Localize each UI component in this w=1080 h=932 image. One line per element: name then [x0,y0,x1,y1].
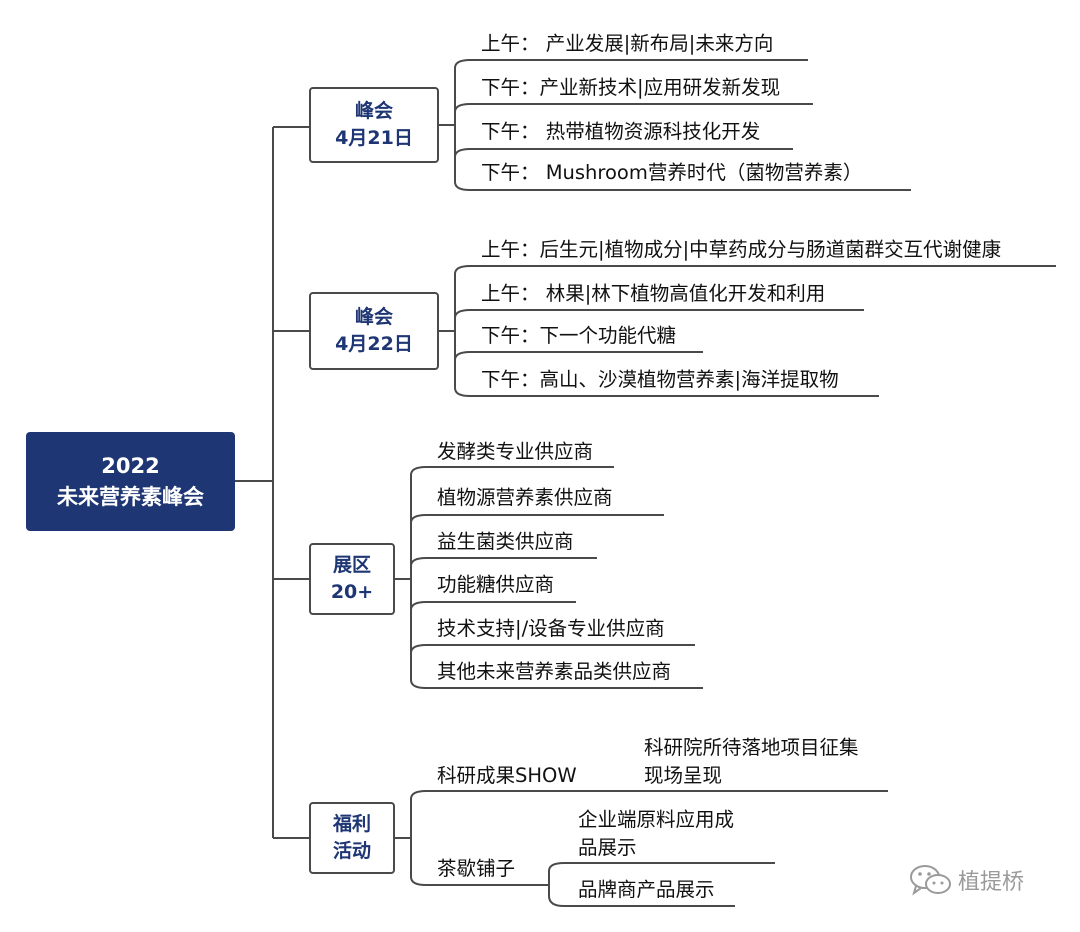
apr21-item: 下午： Mushroom营养时代（菌物营养素） [481,161,863,184]
root-node: 2022 未来营养素峰会 [26,432,235,531]
perk-tea-child2: 品牌商产品展示 [578,878,715,901]
expo-item: 发酵类专业供应商 [437,440,594,463]
expo-item: 其他未来营养素品类供应商 [437,660,672,683]
apr22-item: 下午：高山、沙漠植物营养素|海洋提取物 [481,368,839,391]
branch-expo: 展区 20+ [309,543,395,615]
root-year: 2022 [101,453,160,478]
apr22-item: 上午：后生元|植物成分|中草药成分与肠道菌群交互代谢健康 [481,238,1002,261]
perk-tea-child1-line2: 品展示 [578,836,637,859]
branch-perks-line1: 福利 [332,813,371,835]
branch-perks: 福利 活动 [309,802,395,874]
expo-item: 技术支持|/设备专业供应商 [437,617,665,640]
watermark: 植提桥 [908,862,1024,898]
root-title: 未来营养素峰会 [57,484,204,509]
branch-expo-line2: 20+ [330,581,374,603]
branch-apr22-line1: 峰会 [354,306,393,328]
perk-tea-label: 茶歇铺子 [437,857,516,880]
branch-apr22-line2: 4月22日 [335,333,413,355]
watermark-text: 植提桥 [958,870,1025,895]
expo-item: 功能糖供应商 [437,573,555,596]
apr21-item: 下午： 热带植物资源科技化开发 [481,120,761,143]
branch-apr21-line2: 4月21日 [335,127,413,149]
branch-apr22: 峰会 4月22日 [309,292,439,370]
branch-apr21: 峰会 4月21日 [309,87,439,163]
apr21-item: 下午：产业新技术|应用研发新发现 [481,76,781,99]
apr22-item: 上午： 林果|林下植物高值化开发和利用 [481,282,826,305]
apr21-item: 上午： 产业发展|新布局|未来方向 [481,32,774,55]
branch-apr21-line1: 峰会 [354,100,393,122]
perk-research-detail-line1: 科研院所待落地项目征集 [644,736,859,759]
perk-tea-child1: 企业端原料应用成 品展示 [578,806,734,862]
perk-research-detail-line2: 现场呈现 [644,764,723,787]
apr22-item: 下午：下一个功能代糖 [481,324,677,347]
perk-tea-child1-line1: 企业端原料应用成 [578,808,735,831]
perk-research-label: 科研成果SHOW [437,764,577,787]
expo-item: 益生菌类供应商 [437,530,574,553]
wechat-icon [910,865,951,896]
branch-expo-line1: 展区 [332,554,371,576]
expo-item: 植物源营养素供应商 [437,486,613,509]
branch-perks-line2: 活动 [332,840,371,862]
perk-research-detail: 科研院所待落地项目征集 现场呈现 [644,734,859,790]
